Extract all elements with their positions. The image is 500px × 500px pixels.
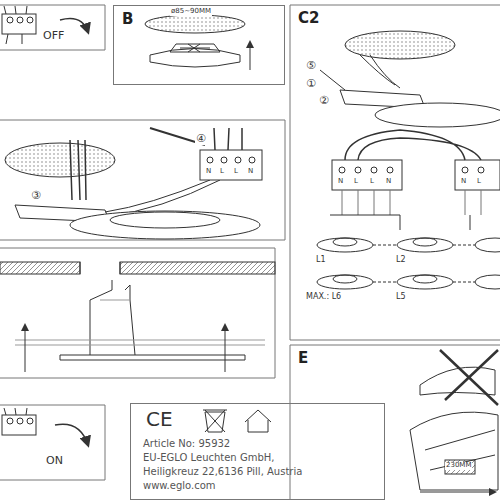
step-letter: B	[122, 10, 133, 28]
step-panel: E	[290, 345, 500, 500]
diagram-label: ON	[45, 455, 64, 467]
diagram-label: N	[337, 178, 344, 186]
diagram-label: ③	[30, 190, 42, 202]
address-line: www.eglo.com	[143, 480, 216, 493]
diagram-label: ø85~90MM	[170, 8, 212, 16]
diagram-label: ②	[318, 95, 330, 107]
diagram-label: N	[247, 168, 254, 176]
diagram-label: ④	[195, 133, 207, 145]
diagram-label: L	[476, 178, 482, 186]
diagram-label: L	[353, 178, 359, 186]
diagram-label: ①	[305, 78, 317, 90]
diagram-label: L1	[315, 256, 327, 265]
diagram-label: L	[233, 168, 239, 176]
step-letter: C2	[298, 9, 319, 27]
diagram-label: MAX.: L6	[305, 293, 342, 302]
diagram-label: CE	[145, 408, 174, 430]
diagram-label: OFF	[42, 30, 65, 42]
diagram-label: L	[369, 178, 375, 186]
diagram-label: N	[385, 178, 392, 186]
address-line: Heiligkreuz 22,6136 Pill, Austria	[143, 466, 302, 479]
diagram-label: L	[219, 168, 225, 176]
diagram-label: L5	[395, 293, 407, 302]
diagram-label: 230MM	[445, 462, 472, 470]
step-panel: B	[113, 5, 285, 85]
diagram-label: N	[205, 168, 212, 176]
address-line: Article No: 95932	[143, 438, 230, 451]
diagram-label: ⑤	[305, 60, 317, 72]
diagram-label: L2	[395, 256, 407, 265]
diagram-label: N	[460, 178, 467, 186]
step-letter: E	[298, 349, 308, 367]
address-line: EU-EGLO Leuchten GmbH,	[143, 452, 274, 465]
